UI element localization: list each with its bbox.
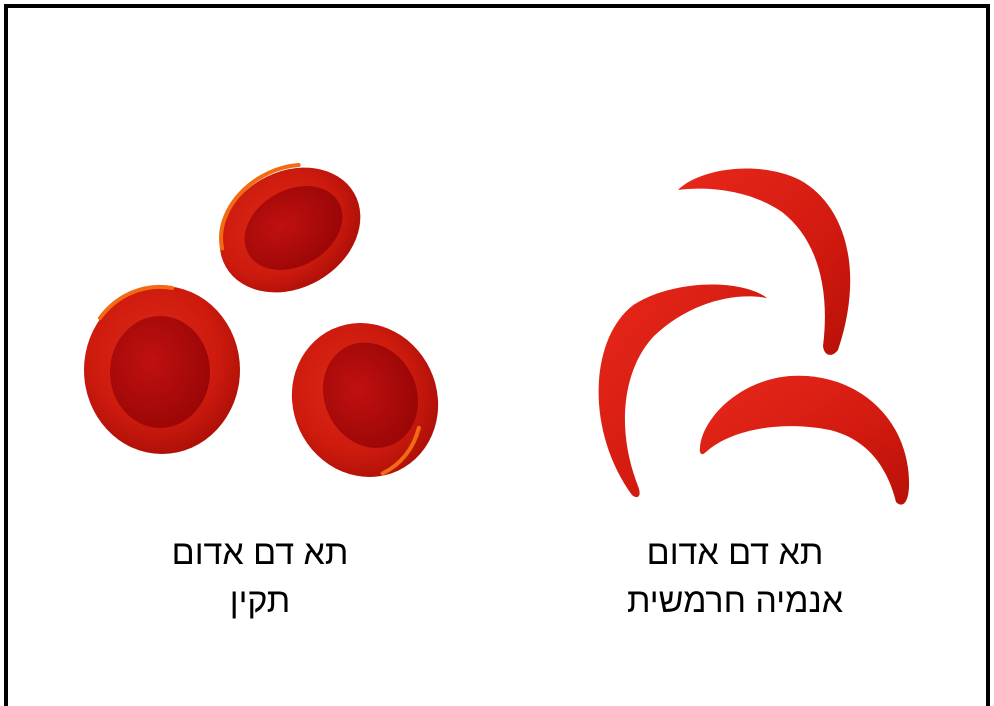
normal-cell-caption-line1: תא דם אדום <box>120 529 400 577</box>
normal-cell-caption-line2: תקין <box>120 577 400 625</box>
sickle-cell-icon <box>700 376 909 505</box>
normal-cell-caption: תא דם אדום תקין <box>120 529 400 625</box>
sickle-red-blood-cells <box>599 169 909 505</box>
red-blood-cell-icon <box>267 299 463 501</box>
red-blood-cell-icon <box>196 141 383 318</box>
sickle-cell-caption: תא דם אדום אנמיה חרמשית <box>575 529 895 625</box>
sickle-cell-caption-line1: תא דם אדום <box>575 529 895 577</box>
sickle-cell-icon <box>599 285 767 498</box>
normal-red-blood-cells <box>84 141 463 502</box>
sickle-cell-icon <box>678 169 850 355</box>
sickle-cell-caption-line2: אנמיה חרמשית <box>575 577 895 625</box>
red-blood-cell-icon <box>84 286 240 454</box>
